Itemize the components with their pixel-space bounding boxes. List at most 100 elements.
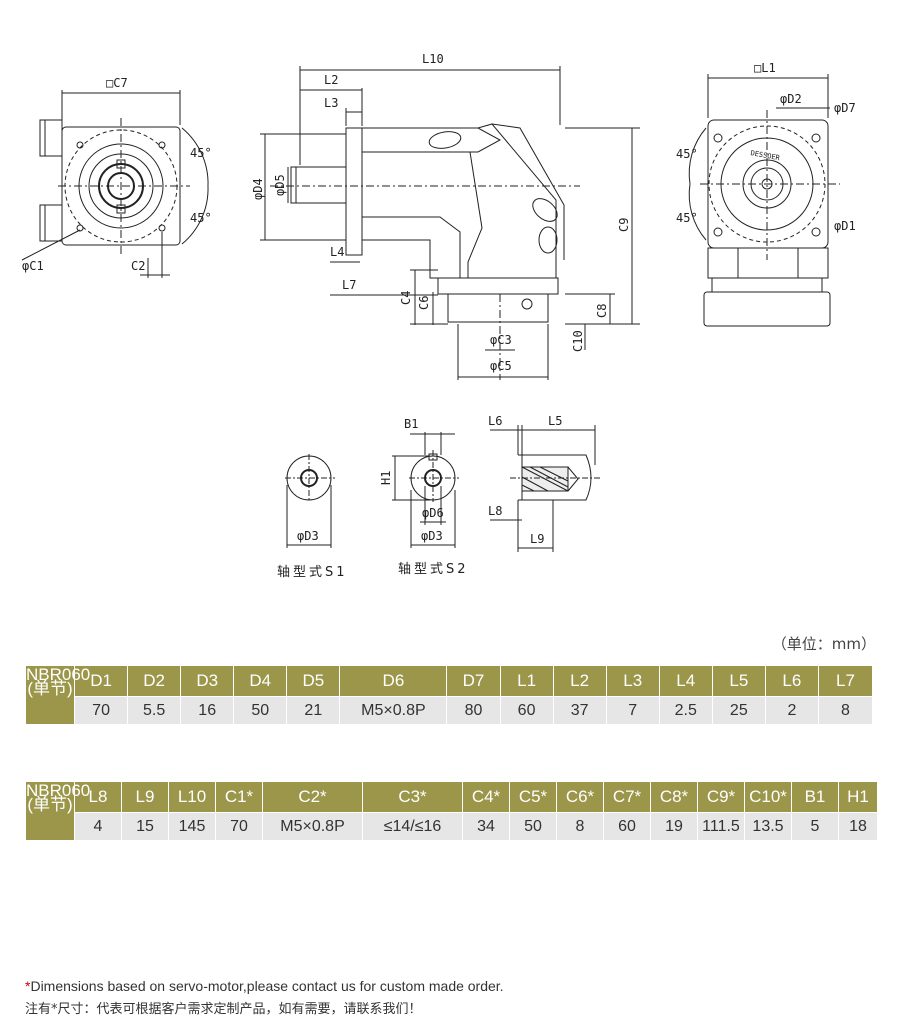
label-l8: L8 bbox=[488, 504, 502, 518]
header-cell: L5 bbox=[711, 665, 766, 697]
value-cell: 2 bbox=[764, 696, 819, 725]
header-cell: L4 bbox=[658, 665, 713, 697]
label-l6: L6 bbox=[488, 414, 502, 428]
label-deg-4: 45° bbox=[676, 211, 698, 225]
value-cell: 60 bbox=[499, 696, 554, 725]
header-cell: C2* bbox=[262, 781, 363, 813]
middle-side-view bbox=[260, 66, 640, 380]
label-l9: L9 bbox=[530, 532, 544, 546]
value-cell: 60 bbox=[603, 812, 651, 841]
label-l4: L4 bbox=[330, 245, 344, 259]
caption-s2: 轴型式S2 bbox=[398, 562, 469, 577]
header-cell: L10 bbox=[168, 781, 216, 813]
value-cell: 111.5 bbox=[697, 812, 745, 841]
value-cell: 80 bbox=[446, 696, 501, 725]
value-cell: 70 bbox=[74, 696, 129, 725]
spec-value-row: 4 15 145 70 M5×0.8P ≤14/≤16 34 50 8 60 1… bbox=[26, 812, 878, 841]
header-cell: D7 bbox=[446, 665, 501, 697]
label-b1: B1 bbox=[404, 417, 418, 431]
value-cell: 8 bbox=[556, 812, 604, 841]
header-cell: H1 bbox=[838, 781, 878, 813]
value-cell: 8 bbox=[817, 696, 874, 725]
label-c9: C9 bbox=[617, 218, 631, 232]
value-cell: 21 bbox=[286, 696, 341, 725]
header-cell: L8 bbox=[74, 781, 122, 813]
spec-table-2: NBR060(单节) L8 L9 L10 C1* C2* C3* C4* C5*… bbox=[25, 781, 878, 841]
header-cell: B1 bbox=[791, 781, 839, 813]
shaft-section-view bbox=[490, 425, 600, 552]
header-cell: D3 bbox=[180, 665, 235, 697]
label-l5: L5 bbox=[548, 414, 562, 428]
value-cell: ≤14/≤16 bbox=[362, 812, 463, 841]
header-cell: L1 bbox=[499, 665, 554, 697]
value-cell: 50 bbox=[233, 696, 288, 725]
note-star: * bbox=[25, 978, 31, 994]
value-cell: 7 bbox=[605, 696, 660, 725]
label-c1: φC1 bbox=[22, 259, 44, 273]
label-deg-1: 45° bbox=[190, 146, 212, 160]
note-english-text: Dimensions based on servo-motor,please c… bbox=[30, 978, 504, 994]
label-d2: φD2 bbox=[780, 92, 802, 106]
value-cell: M5×0.8P bbox=[262, 812, 363, 841]
note-chinese: 注有*尺寸：代表可根据客户需求定制产品，如有需要，请联系我们！ bbox=[25, 1002, 422, 1017]
header-cell: C9* bbox=[697, 781, 745, 813]
label-l1: □L1 bbox=[754, 61, 776, 75]
label-l2: L2 bbox=[324, 73, 338, 87]
label-c7: □C7 bbox=[106, 76, 128, 90]
label-h1: H1 bbox=[379, 471, 393, 485]
value-cell: 2.5 bbox=[658, 696, 713, 725]
value-cell: 5.5 bbox=[127, 696, 182, 725]
label-d3-s1: φD3 bbox=[297, 529, 319, 543]
label-c3: φC3 bbox=[490, 333, 512, 347]
label-l10: L10 bbox=[422, 52, 444, 66]
value-cell: 16 bbox=[180, 696, 235, 725]
label-d1: φD1 bbox=[834, 219, 856, 233]
right-output-view bbox=[688, 74, 840, 327]
label-c4: C4 bbox=[399, 291, 413, 305]
spec-table-1: NBR060(单节) D1 D2 D3 D4 D5 D6 D7 L1 L2 L3… bbox=[24, 665, 874, 725]
spec-value-row: 70 5.5 16 50 21 M5×0.8P 80 60 37 7 2.5 2… bbox=[26, 696, 874, 725]
note-english: *Dimensions based on servo-motor,please … bbox=[25, 978, 504, 994]
value-cell: 34 bbox=[462, 812, 510, 841]
model-cell: NBR060(单节) bbox=[24, 665, 90, 725]
label-c2: C2 bbox=[131, 259, 145, 273]
header-cell: L3 bbox=[605, 665, 660, 697]
value-cell: 25 bbox=[711, 696, 766, 725]
label-c6: C6 bbox=[417, 296, 431, 310]
header-cell: D2 bbox=[127, 665, 182, 697]
header-cell: D1 bbox=[74, 665, 129, 697]
technical-drawing: □C7 φC1 C2 45° 45° L10 L2 L3 φD4 φD5 L4 … bbox=[21, 52, 856, 580]
header-cell: C1* bbox=[215, 781, 263, 813]
value-cell: 15 bbox=[121, 812, 169, 841]
label-deg-3: 45° bbox=[676, 147, 698, 161]
unit-label: （单位：mm） bbox=[771, 635, 876, 653]
header-cell: C7* bbox=[603, 781, 651, 813]
label-c5: φC5 bbox=[490, 359, 512, 373]
header-cell: D6 bbox=[339, 665, 448, 697]
header-cell: C8* bbox=[650, 781, 698, 813]
header-cell: L9 bbox=[121, 781, 169, 813]
header-cell: L2 bbox=[552, 665, 607, 697]
header-cell: C5* bbox=[509, 781, 557, 813]
header-cell: C6* bbox=[556, 781, 604, 813]
value-cell: 70 bbox=[215, 812, 263, 841]
label-deg-2: 45° bbox=[190, 211, 212, 225]
label-c8: C8 bbox=[595, 304, 609, 318]
header-cell: C10* bbox=[744, 781, 792, 813]
label-d7: φD7 bbox=[834, 101, 856, 115]
value-cell: 19 bbox=[650, 812, 698, 841]
label-d3-s2: φD3 bbox=[421, 529, 443, 543]
header-cell: D4 bbox=[233, 665, 288, 697]
label-d5: φD5 bbox=[273, 174, 287, 196]
label-c10: C10 bbox=[571, 330, 585, 352]
left-flange-view bbox=[21, 90, 209, 278]
header-cell: C3* bbox=[362, 781, 463, 813]
shaft-s1-view bbox=[285, 454, 335, 548]
label-d6: φD6 bbox=[422, 506, 444, 520]
header-cell: L7 bbox=[817, 665, 874, 697]
label-l3: L3 bbox=[324, 96, 338, 110]
caption-s1: 轴型式S1 bbox=[277, 565, 348, 580]
model-cell: NBR060(单节) bbox=[25, 781, 90, 841]
value-cell: 4 bbox=[74, 812, 122, 841]
value-cell: 5 bbox=[791, 812, 839, 841]
